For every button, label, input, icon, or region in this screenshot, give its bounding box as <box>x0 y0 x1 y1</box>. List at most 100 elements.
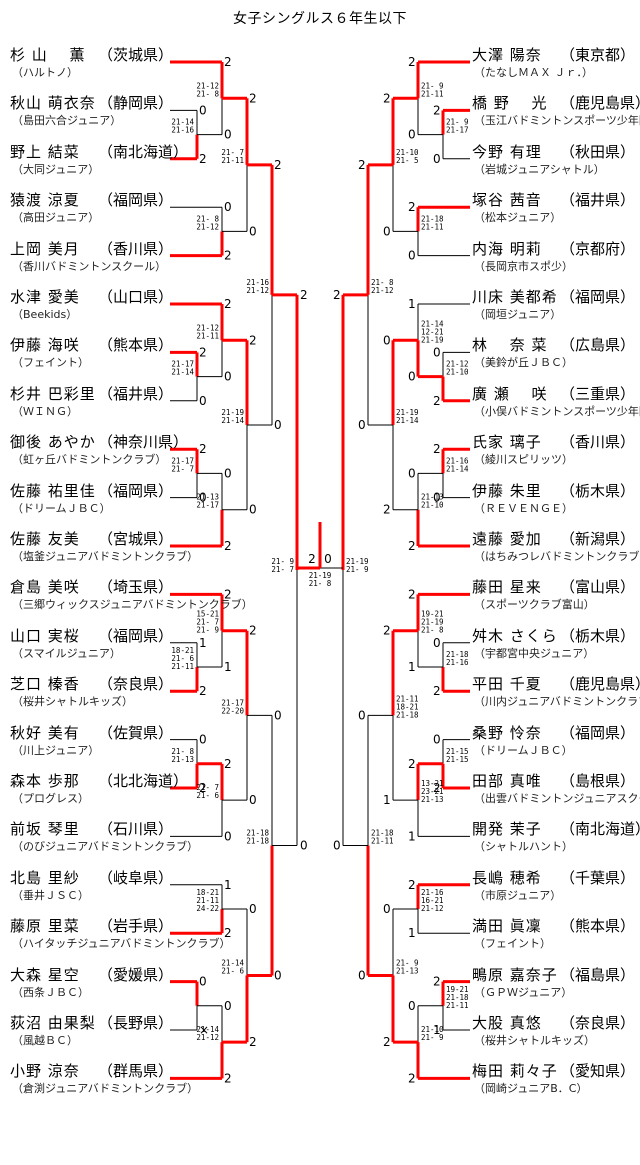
player-name: 御後 あやか <box>10 433 96 452</box>
match-score: 0 <box>274 418 282 432</box>
player-prefecture: （静岡県） <box>98 94 174 113</box>
player-prefecture: （北北海道） <box>98 772 189 790</box>
match-score: 0 <box>224 829 232 843</box>
player-name: 田部 真唯 <box>472 772 542 790</box>
player-prefecture: （東京都） <box>560 46 636 64</box>
match-score: 2 <box>300 288 308 302</box>
player-entry: 林 奈 菜（広島県）（美鈴が丘ＪＢＣ） <box>472 334 640 374</box>
player-name: 上岡 美月 <box>10 239 80 258</box>
player-prefecture: （鹿児島県） <box>560 675 640 694</box>
player-name: 藤田 星来 <box>472 578 542 597</box>
player-entry: 塚谷 茜音（福井県）（松本ジュニア） <box>472 189 640 229</box>
player-prefecture: （福井県） <box>560 191 636 210</box>
player-club: （高田ジュニア） <box>12 211 100 225</box>
player-name: 平田 千夏 <box>472 675 542 694</box>
game-score: 21- 9 <box>271 557 294 566</box>
player-club: （ＲＥＶＥＮＧＥ） <box>474 501 573 515</box>
player-club: （スポーツクラブ富山） <box>474 598 595 612</box>
player-club: （ハイタッチジュニアバドミントンクラブ） <box>12 937 231 951</box>
game-score: 21- 9 <box>396 959 419 968</box>
game-score: 21- 7 <box>221 148 244 157</box>
player-entry: 荻沼 由果梨（長野県）（風越ＢＣ） <box>0 1012 200 1052</box>
player-entry: 御後 あやか（神奈川県）（虹ヶ丘バドミントンクラブ） <box>0 431 200 471</box>
game-score: 21-14 <box>171 118 194 127</box>
page-title: 女子シングルス６年生以下 <box>233 11 407 27</box>
player-prefecture: （千葉県） <box>560 868 636 887</box>
match-score: 2 <box>224 55 232 69</box>
match-score: 0 <box>199 103 207 117</box>
player-entry: 川床 美都希（福岡県）（岡垣ジュニア） <box>472 286 640 326</box>
match-score: 0 <box>433 491 441 505</box>
player-entry: 大澤 陽奈（東京都）（たなしＭＡＸ Ｊｒ．） <box>472 44 640 84</box>
match-score: 2 <box>408 878 416 892</box>
player-name: 今野 有理 <box>472 142 542 161</box>
player-entry: 佐藤 祐里佳（福岡県）（ドリームＪＢＣ） <box>0 480 200 520</box>
player-entry: 前坂 琴里（石川県）（のびジュニアバドミントンクラブ） <box>0 818 200 858</box>
player-name: 秋好 美有 <box>10 723 80 742</box>
game-score: 21-18 <box>246 828 269 837</box>
player-prefecture: （栃木県） <box>560 481 636 500</box>
game-score: 21-14 <box>396 416 419 425</box>
game-score: 18-21 <box>396 702 419 711</box>
player-entry: 水津 愛美（山口県）（Beekids） <box>0 286 200 326</box>
player-entry: 廣 瀬 咲（三重県）（小俣バドミントンスポーツ少年団） <box>472 383 640 423</box>
game-score: 21-11 <box>446 1001 469 1010</box>
match-score: 2 <box>249 1035 257 1049</box>
game-score: 24-22 <box>196 904 219 913</box>
match-score: 0 <box>224 128 232 142</box>
player-club: （倉渕ジュニアバドミントンクラブ） <box>12 1082 199 1096</box>
player-name: 橋 野 光 <box>472 94 548 113</box>
player-name: 塚谷 茜音 <box>472 191 542 210</box>
player-prefecture: （神奈川県） <box>98 433 189 452</box>
game-score: 21-16 <box>421 888 444 897</box>
match-score: 1 <box>408 926 416 940</box>
game-score: 21- 8 <box>196 214 219 223</box>
player-club: （岩城ジュニアシャトル） <box>474 162 605 176</box>
match-score: 2 <box>383 503 391 517</box>
game-score: 21-10 <box>421 1025 444 1034</box>
player-club: （岡垣ジュニア） <box>474 308 562 321</box>
match-score: 0 <box>249 224 257 238</box>
player-name: 梅田 莉々子 <box>472 1062 558 1081</box>
game-score: 21-12 <box>196 222 219 231</box>
game-score: 21-15 <box>446 755 469 764</box>
match-score: 2 <box>383 624 391 638</box>
player-club: （三郷ウィックスジュニアバドミントンクラブ） <box>12 598 253 612</box>
game-score: 21-13 <box>421 795 444 804</box>
match-score: 1 <box>408 660 416 674</box>
game-score: 21-17 <box>221 698 244 707</box>
player-entry: 満田 眞凜（熊本県）（フェイント） <box>472 915 640 955</box>
player-prefecture: （岩手県） <box>98 917 174 936</box>
match-score: 0 <box>358 708 366 722</box>
player-name: 藤原 里菜 <box>10 917 80 936</box>
match-score: 0 <box>274 708 282 722</box>
player-entry: 平田 千夏 （鹿児島県）（川内ジュニアバドミントンクラブ） <box>472 673 640 713</box>
match-score: 2 <box>433 442 441 456</box>
final-game-score: 21-19 <box>309 571 332 580</box>
player-name: 伊藤 海咲 <box>10 336 80 355</box>
match-score: 0 <box>383 902 391 916</box>
player-prefecture: （新潟県） <box>560 530 636 548</box>
player-name: 開発 茉子 <box>472 820 542 839</box>
player-club: （垂井ＪＳＣ） <box>12 888 89 902</box>
player-club: （川内ジュニアバドミントンクラブ） <box>474 695 640 709</box>
player-name: 秋山 萌衣奈 <box>10 94 96 113</box>
game-score: 21- 9 <box>446 118 469 127</box>
player-prefecture: （福岡県） <box>560 723 636 742</box>
game-score: 21-18 <box>371 828 394 837</box>
match-score: 2 <box>249 333 257 347</box>
match-score: 0 <box>300 838 308 852</box>
player-entry: 伊藤 朱里（栃木県）（ＲＥＶＥＮＧＥ） <box>472 480 640 520</box>
player-club: （シャトルハント） <box>474 840 573 854</box>
game-score: 21-19 <box>221 408 244 417</box>
player-name: 佐藤 友美 <box>10 530 80 548</box>
player-club: （香川バドミントンスクール） <box>12 259 167 273</box>
match-score: 0 <box>224 999 232 1013</box>
player-prefecture: （福岡県） <box>560 288 636 306</box>
player-prefecture: （岐阜県） <box>98 868 174 887</box>
player-club: （玉江バドミントンスポーツ少年団） <box>474 114 640 128</box>
match-score: 2 <box>358 158 366 172</box>
player-club: （西条ＪＢＣ） <box>12 985 89 999</box>
game-score: 21-11 <box>196 896 219 905</box>
player-club: （はちみつレバドミントンクラブ） <box>474 550 640 563</box>
